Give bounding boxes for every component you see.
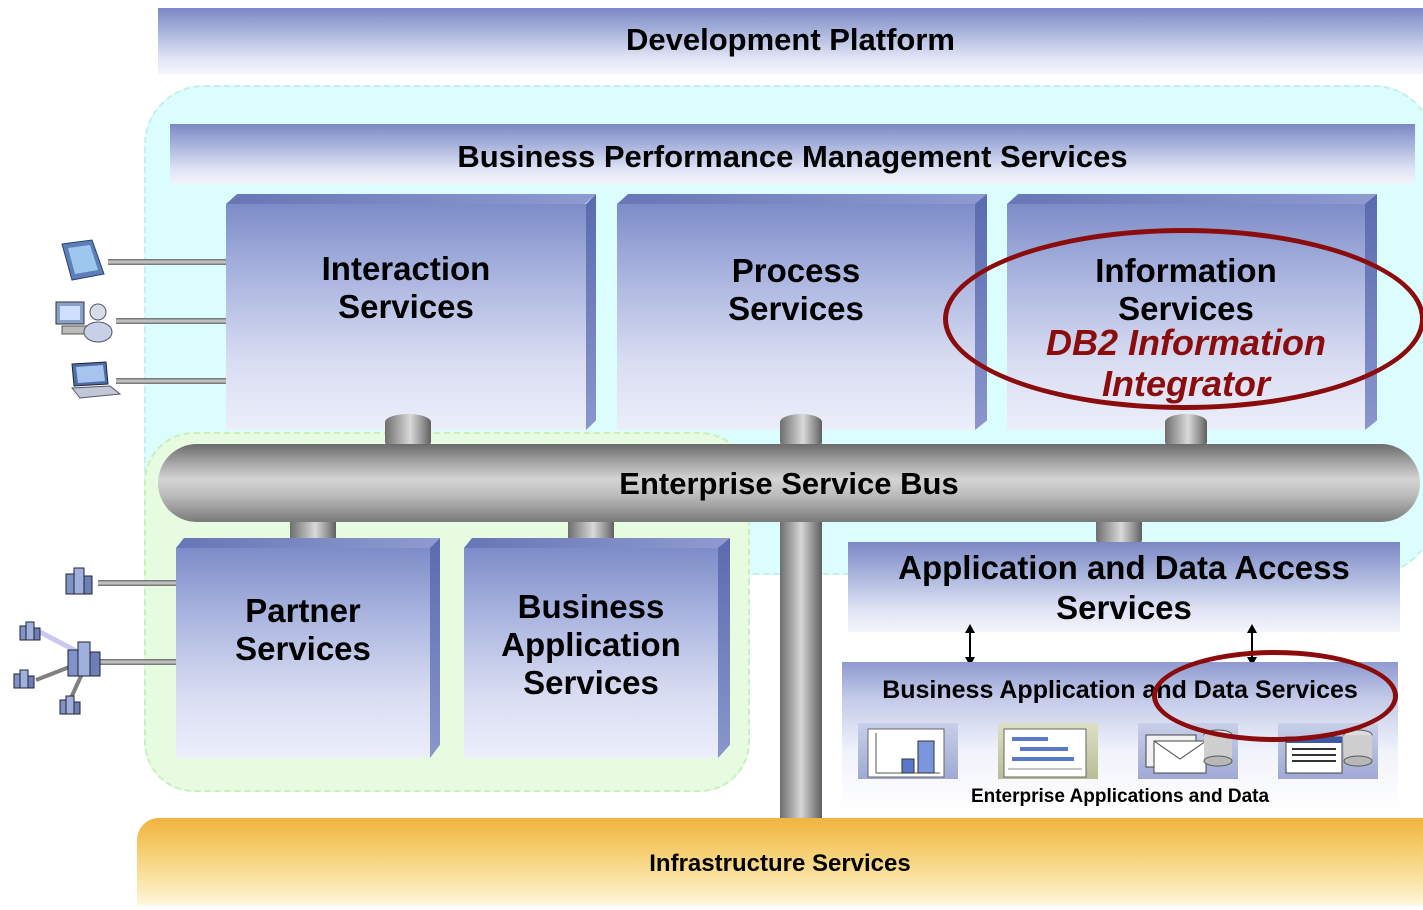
development-platform-bar: Development Platform — [158, 8, 1423, 74]
user-workstation-icon — [55, 301, 113, 343]
pda-wire — [108, 259, 226, 265]
gantt-chart-icon — [1003, 728, 1087, 778]
workstation-wire — [116, 318, 226, 324]
app-data-access-bar: Application and Data Access Services — [848, 542, 1400, 632]
interaction-box-top — [226, 194, 596, 204]
partner-network-icon — [13, 621, 101, 715]
interaction-services-label: Interaction Services — [321, 250, 491, 325]
pda-icon — [61, 239, 105, 281]
building-icon — [65, 567, 93, 595]
data-services-highlight-ellipse — [1152, 650, 1398, 742]
development-platform-label: Development Platform — [625, 22, 955, 57]
process-services-label: Process Services — [728, 252, 864, 327]
bpm-services-label: Business Performance Management Services — [457, 139, 1128, 174]
partner-box-top — [176, 538, 440, 548]
infrastructure-services-label: Infrastructure Services — [649, 850, 911, 877]
bar-chart-tile — [858, 723, 958, 779]
form-database-icon — [1285, 729, 1373, 774]
partner-services-label: Partner Services — [235, 592, 371, 667]
bar-chart-icon — [867, 728, 945, 778]
business-application-services-label: Business Application Services — [501, 588, 681, 701]
partner-services-box: Partner Services — [176, 548, 430, 758]
esb-label: Enterprise Service Bus — [619, 466, 959, 501]
interaction-services-box: Interaction Services — [226, 204, 586, 430]
bpm-services-bar: Business Performance Management Services — [170, 124, 1415, 184]
partner-box-side — [430, 538, 440, 758]
business-app-box-top — [464, 538, 730, 548]
enterprise-service-bus: Enterprise Service Bus — [158, 444, 1420, 522]
business-application-services-box: Business Application Services — [464, 548, 718, 758]
infrastructure-services-bar: Infrastructure Services — [137, 818, 1423, 905]
business-app-box-side — [718, 538, 730, 758]
laptop-icon — [71, 361, 122, 399]
process-services-box: Process Services — [617, 204, 975, 430]
double-arrow-left — [965, 624, 975, 666]
mail-database-icon — [1145, 729, 1233, 774]
enterprise-apps-data-label: Enterprise Applications and Data — [970, 786, 1270, 807]
gantt-chart-tile — [998, 723, 1098, 779]
app-data-access-label: Application and Data Access Services — [898, 549, 1350, 626]
interaction-box-side — [586, 194, 596, 430]
partner-network-wire — [100, 659, 176, 665]
building-wire — [98, 580, 176, 586]
mail-database-tile — [1138, 723, 1238, 779]
information-highlight-ellipse — [943, 228, 1423, 410]
laptop-wire — [116, 378, 226, 384]
esb-vertical-pipe — [780, 500, 822, 825]
process-box-top — [617, 194, 987, 204]
information-box-top — [1007, 194, 1377, 204]
